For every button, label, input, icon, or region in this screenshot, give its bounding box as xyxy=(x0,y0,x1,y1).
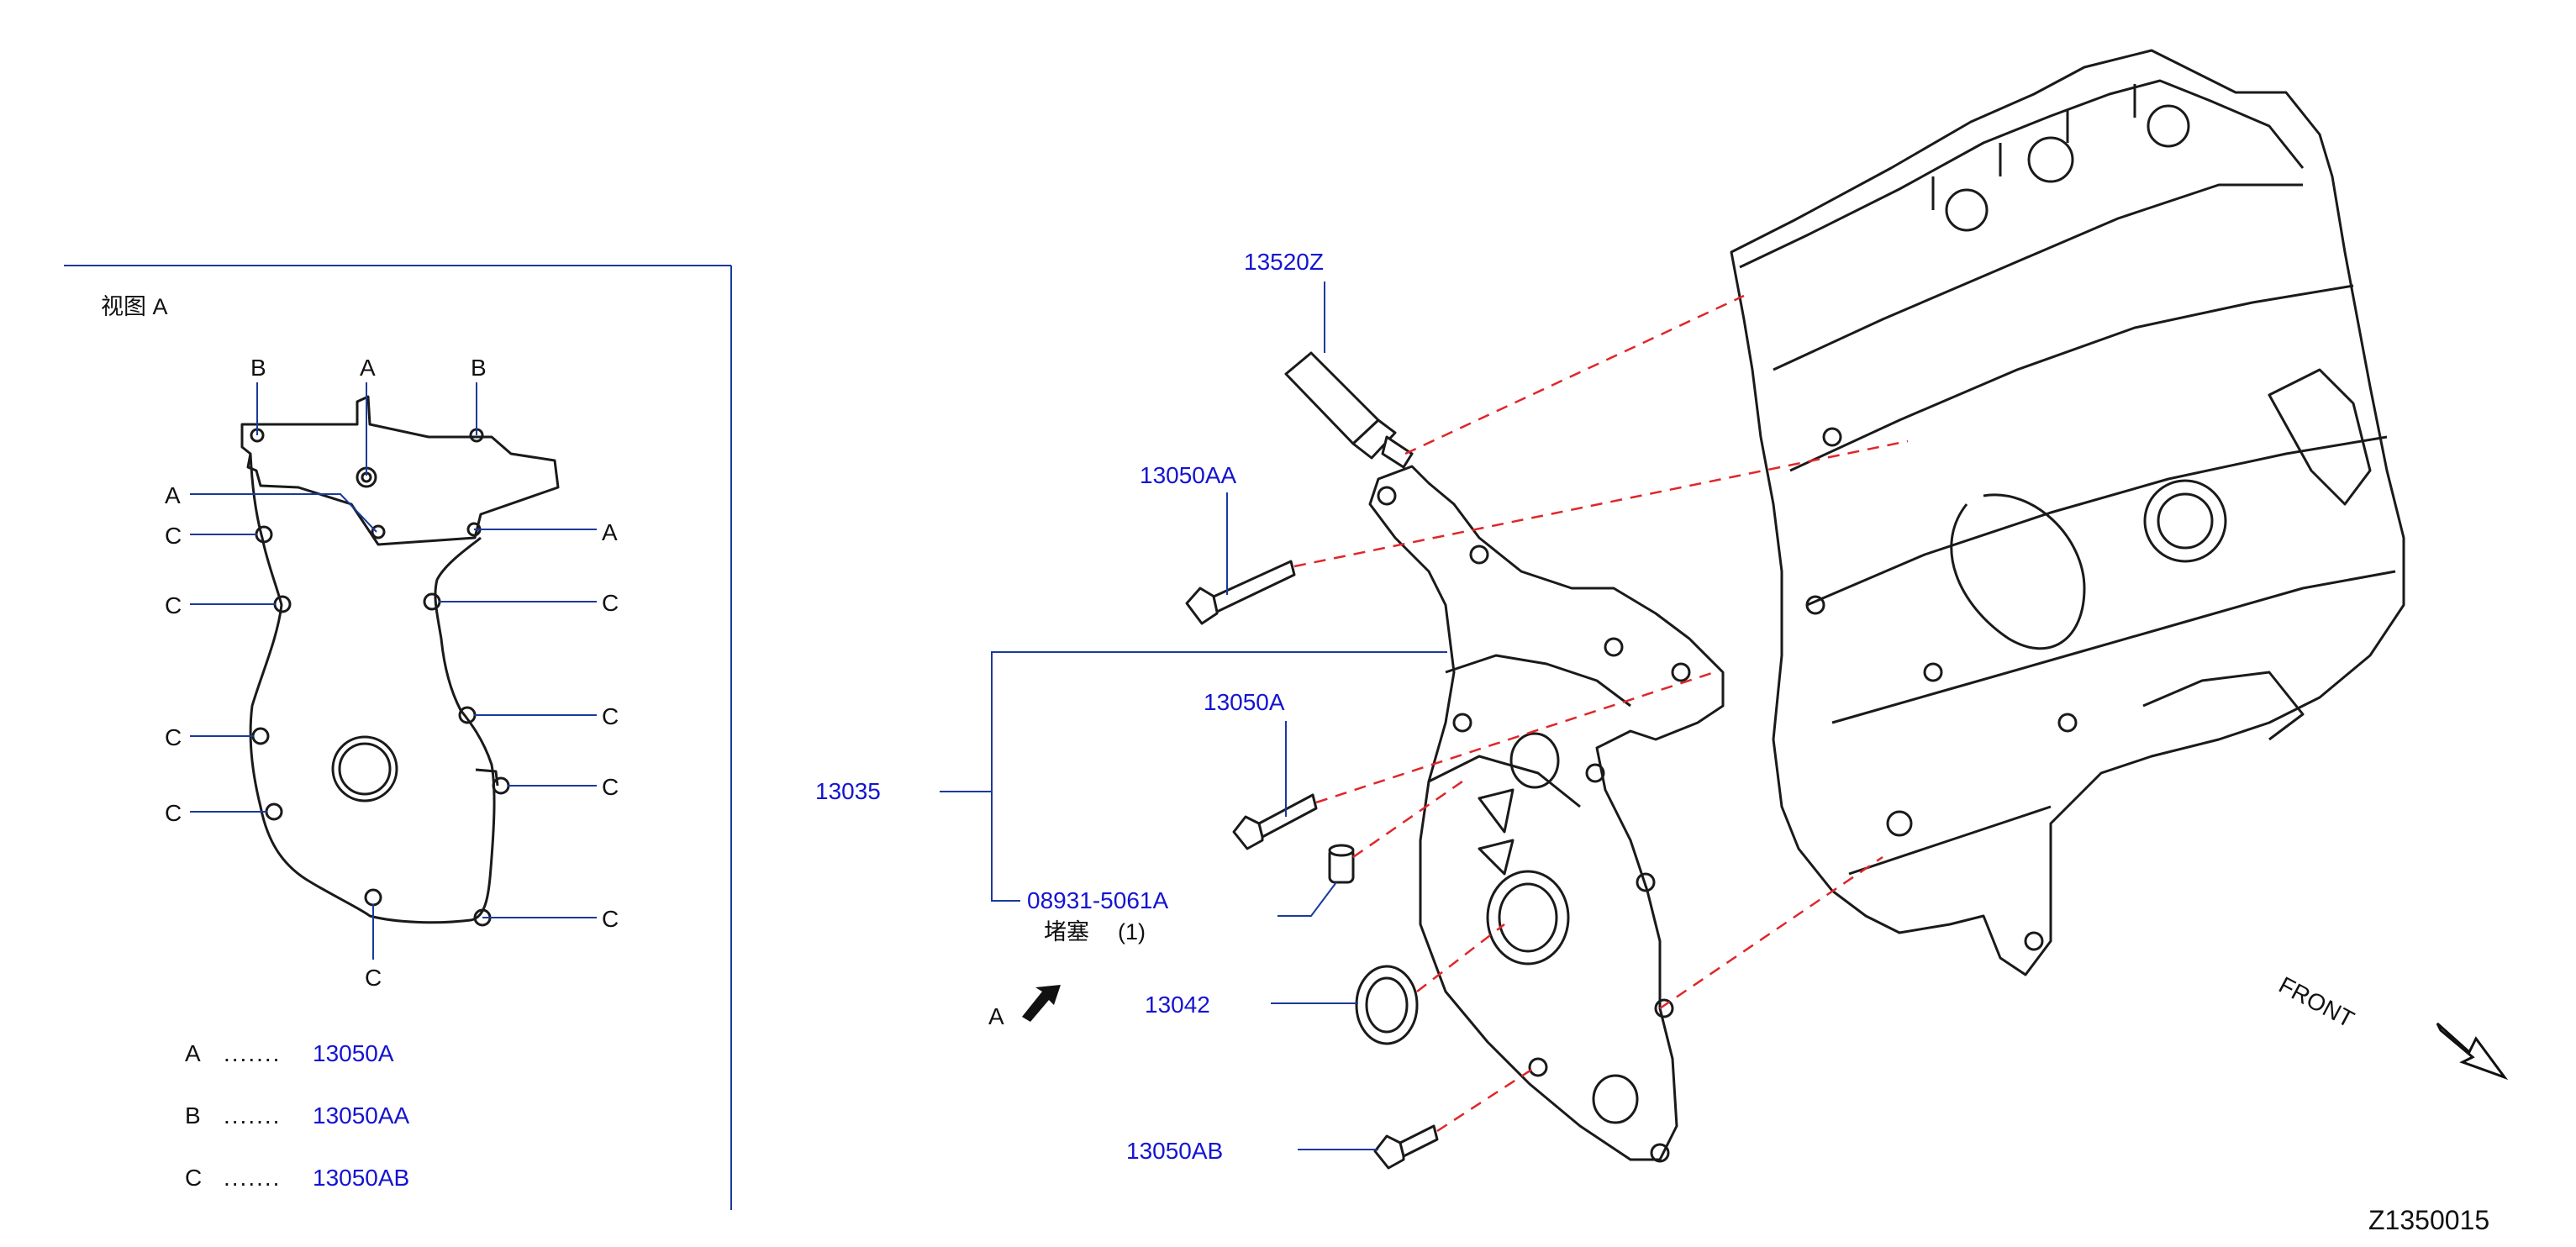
legend-letter-a: A xyxy=(185,1040,201,1066)
callout-13520z[interactable]: 13520Z xyxy=(1244,249,1324,275)
callout-13050ab[interactable]: 13050AB xyxy=(1126,1138,1224,1164)
label-c-left-4: C xyxy=(165,800,182,826)
timing-cover xyxy=(1368,465,1725,1163)
alignment-lines xyxy=(1293,294,1909,1133)
label-c-bottom: C xyxy=(365,965,382,991)
plug-name: 堵塞 xyxy=(1044,919,1089,944)
label-a-right: A xyxy=(602,519,618,545)
legend-dots-c: ....... xyxy=(224,1165,282,1191)
label-b-right: B xyxy=(471,355,487,381)
bolt-13050aa xyxy=(1185,560,1296,625)
label-b-left: B xyxy=(250,355,266,381)
view-a-arrow xyxy=(1022,985,1061,1022)
callout-13050aa[interactable]: 13050AA xyxy=(1140,462,1237,488)
label-c-right-4: C xyxy=(602,906,619,932)
engine-block xyxy=(1730,49,2405,976)
legend-part-b: 13050AA xyxy=(313,1102,410,1129)
sealant-tube xyxy=(1284,351,1414,469)
view-a-leaders xyxy=(190,382,597,960)
legend-dots-b: ....... xyxy=(224,1102,282,1129)
callout-13035[interactable]: 13035 xyxy=(815,778,881,804)
label-a-left: A xyxy=(165,482,181,508)
front-arrow xyxy=(2436,1022,2509,1081)
label-c-right-3: C xyxy=(602,774,619,800)
legend-letter-c: C xyxy=(185,1165,203,1191)
label-c-left-3: C xyxy=(165,724,182,750)
callout-13042[interactable]: 13042 xyxy=(1145,992,1210,1018)
plug-quantity: (1) xyxy=(1118,919,1146,944)
label-c-left-1: C xyxy=(165,523,182,549)
bolt-13050a xyxy=(1232,793,1318,850)
label-c-left-2: C xyxy=(165,592,182,618)
label-c-right-1: C xyxy=(602,590,619,616)
callout-13050a[interactable]: 13050A xyxy=(1204,689,1285,715)
diagram-code: Z1350015 xyxy=(2368,1205,2490,1235)
callout-leaders xyxy=(940,281,1447,1150)
legend-dots-a: ....... xyxy=(224,1040,282,1066)
view-arrow-label: A xyxy=(988,1003,1004,1029)
legend-part-a: 13050A xyxy=(313,1040,394,1066)
view-panel-frame xyxy=(64,265,732,1210)
label-c-right-2: C xyxy=(602,703,619,729)
plug-08931 xyxy=(1328,844,1355,884)
view-a-title: 视图 A xyxy=(101,294,168,319)
callout-08931-5061a[interactable]: 08931-5061A xyxy=(1027,887,1169,913)
bolt-13050ab xyxy=(1373,1124,1439,1170)
oil-seal-13042 xyxy=(1355,965,1419,1045)
legend-part-c: 13050AB xyxy=(313,1165,410,1191)
label-a-top: A xyxy=(360,355,376,381)
view-a-cover-outline xyxy=(240,395,560,927)
legend-letter-b: B xyxy=(185,1102,201,1129)
